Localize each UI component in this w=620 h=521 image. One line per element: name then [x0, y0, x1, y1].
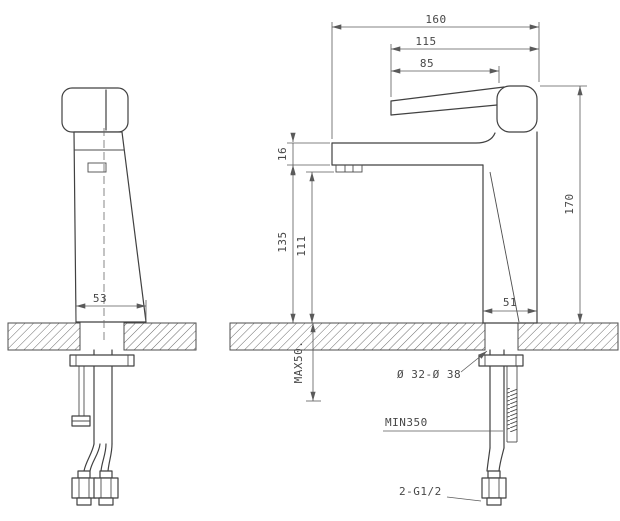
side-view: 160 115 85 16 135 111 [229, 13, 619, 506]
counter-right [229, 322, 619, 351]
dim-base-width-label: 53 [93, 292, 107, 305]
mounting-plate [478, 354, 524, 367]
front-body [73, 131, 147, 323]
dim-total-height: 170 [540, 85, 587, 323]
dim-hole-diameter: Ø 32-Ø 38 [397, 350, 488, 381]
side-mounting-hardware [478, 349, 524, 506]
dim-min-hose-length: MIN350 [383, 416, 503, 432]
dim-total-height-label: 170 [563, 193, 576, 214]
side-faucet-body [331, 85, 538, 324]
counter-section [229, 322, 486, 351]
handle-cap [496, 85, 538, 133]
dim-spout-height: 135 [276, 165, 296, 323]
front-aerator [87, 162, 107, 173]
hose-fitting-side [481, 470, 507, 506]
front-mounting-hardware [69, 349, 135, 445]
counter-left [7, 322, 197, 351]
side-supply-hose [486, 447, 505, 472]
dim-base-width: 53 [75, 292, 147, 321]
dim-min-hose-length-label: MIN350 [385, 416, 428, 429]
side-threaded-rod [506, 366, 518, 443]
side-handle-lever [390, 86, 505, 116]
counter-section [517, 322, 619, 351]
dim-spout-height-label: 135 [276, 231, 289, 252]
dim-inlet-thread-label: 2-G1/2 [399, 485, 442, 498]
dim-handle-length-label: 85 [420, 57, 434, 70]
dim-total-reach: 160 [331, 13, 540, 139]
dim-max-deck-thickness: MAX50. [292, 323, 321, 402]
mounting-plate [69, 354, 135, 367]
front-view: 53 [7, 87, 197, 506]
dim-total-reach-label: 160 [425, 13, 446, 26]
dim-handle-length: 85 [391, 57, 500, 83]
side-aerator [335, 164, 363, 173]
dim-base-depth-label: 51 [503, 296, 517, 309]
dim-spout-reach: 115 [390, 35, 539, 97]
dim-max-deck-thickness-label: MAX50. [292, 341, 305, 384]
dim-underside-height: 111 [295, 171, 334, 323]
counter-section [123, 322, 197, 351]
hose-fitting-right [93, 470, 119, 506]
side-spout [331, 132, 496, 173]
dim-hole-diameter-label: Ø 32-Ø 38 [397, 368, 461, 381]
dim-inlet-thread: 2-G1/2 [399, 485, 482, 502]
side-body-column [482, 131, 538, 324]
counter-section [7, 322, 81, 351]
dim-spout-reach-label: 115 [415, 35, 436, 48]
dim-base-depth: 51 [483, 296, 537, 314]
dim-spout-tip-thickness-label: 16 [276, 147, 289, 161]
dim-underside-height-label: 111 [295, 235, 308, 256]
front-supply-hoses [83, 443, 113, 472]
front-faucet-body [61, 87, 147, 344]
dim-spout-tip-thickness: 16 [276, 132, 330, 176]
hose-fitting-left [71, 470, 97, 506]
